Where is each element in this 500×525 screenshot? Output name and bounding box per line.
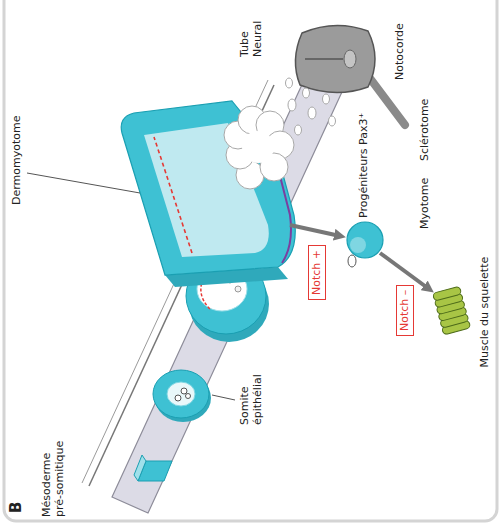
cell-label: Progéniteurs Pax3⁺ — [357, 113, 370, 218]
word: Mésoderme — [40, 453, 53, 517]
part-label: Tube Neural — [238, 21, 264, 57]
part-label: Muscle du squelette — [478, 257, 491, 368]
word: Tube — [238, 31, 251, 57]
part-label: Dermomyotome — [10, 116, 23, 206]
panel-letter: B — [8, 502, 25, 513]
word: Notocorde — [393, 23, 406, 80]
part-label: Sclérotome — [418, 99, 431, 161]
part-label: Myotome — [418, 178, 431, 229]
signal-box: Notch – — [396, 285, 414, 336]
word: Progéniteurs — [357, 148, 370, 218]
word: B — [7, 502, 25, 513]
word: épithélial — [251, 374, 264, 425]
signal-text: Notch + — [310, 250, 324, 295]
word: Sclérotome — [418, 99, 431, 161]
part-label: Notocorde — [393, 23, 406, 80]
word: squelette — [478, 257, 491, 309]
part-label: Mésoderme pré-somitique — [40, 441, 66, 517]
word: Muscle — [478, 329, 491, 367]
word: Myotome — [418, 178, 431, 229]
signal-box: Notch + — [308, 245, 326, 300]
signal-text: Notch – — [398, 290, 412, 331]
word: du — [478, 312, 491, 326]
word: Dermomyotome — [10, 116, 23, 206]
word: Somite — [238, 386, 251, 425]
word: Pax3⁺ — [357, 113, 370, 145]
word: pré-somitique — [53, 441, 66, 517]
part-label: Somite épithélial — [238, 374, 264, 425]
word: Neural — [251, 21, 264, 57]
